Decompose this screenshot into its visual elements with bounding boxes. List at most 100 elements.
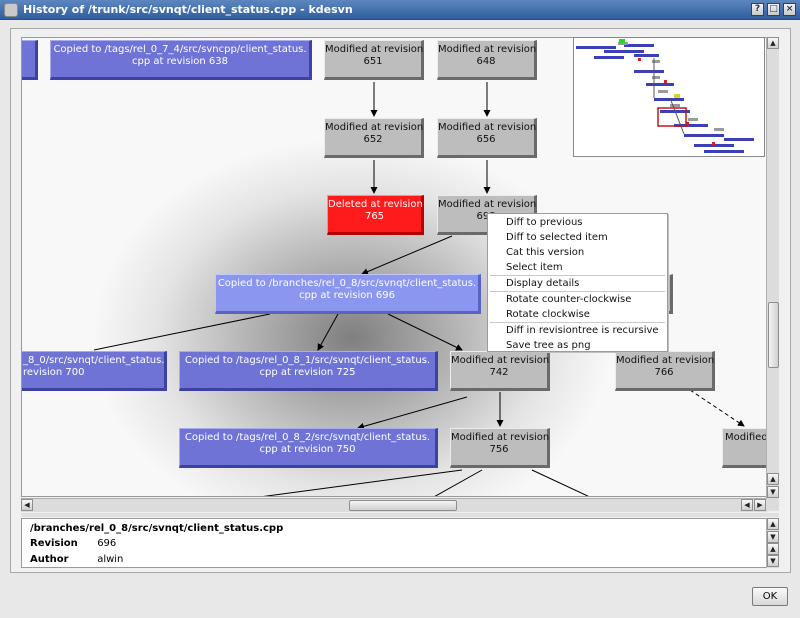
graph-node-rev-651[interactable]: Modified at revision 651 — [324, 40, 424, 80]
node-line-1: _8_0/src/svnqt/client_status. — [23, 355, 165, 366]
node-line-2: 698 — [476, 211, 496, 222]
edge-698-696 — [361, 235, 453, 275]
scroll-up-icon[interactable]: ▲ — [767, 518, 779, 530]
details-revision-value: 696 — [97, 538, 117, 549]
scroll-down-icon[interactable]: ▼ — [767, 486, 779, 498]
details-author-value: alwin — [97, 554, 124, 565]
node-line-2: revision 700 — [23, 367, 85, 378]
graph-vertical-scrollbar[interactable]: ▲ ▲ ▼ — [766, 37, 779, 511]
scroll-up-icon[interactable]: ▲ — [767, 543, 779, 555]
details-revision-row: Revision 696 — [30, 538, 758, 554]
menu-item-save-png[interactable]: Save tree as png — [506, 340, 591, 351]
ok-button[interactable]: OK — [752, 587, 788, 606]
details-path: /branches/rel_0_8/src/svnqt/client_statu… — [30, 523, 284, 534]
menu-separator — [490, 291, 665, 292]
node-line-1: Copied to /branches/rel_0_8/src/svnqt/cl… — [217, 278, 477, 289]
menu-item-diff-to-previous[interactable]: Diff to previous — [506, 217, 583, 228]
scroll-left-icon[interactable]: ◀ — [741, 499, 753, 511]
graph-node-copied-branch-rel-0-8[interactable]: Copied to /branches/rel_0_8/src/svnqt/cl… — [215, 274, 481, 314]
edge-696-700 — [93, 313, 271, 351]
details-scrollbar[interactable]: ▲ ▼ ▲ ▼ — [766, 518, 779, 568]
node-line-2: cpp at revision 750 — [259, 444, 356, 455]
node-line-1: Deleted at revision — [328, 199, 423, 210]
help-icon[interactable]: ? — [751, 3, 764, 16]
graph-node-copied-rel-0-8-0[interactable]: _8_0/src/svnqt/client_status. revision 7… — [22, 351, 167, 391]
menu-item-display-details[interactable]: Display details — [506, 278, 580, 289]
menu-item-select-item[interactable]: Select item — [506, 262, 563, 273]
node-line-1: Modified — [725, 432, 767, 443]
node-line-2: 742 — [489, 367, 509, 378]
details-author-label: Author — [30, 554, 69, 565]
window-title: History of /trunk/src/svnqt/client_statu… — [23, 3, 353, 16]
scroll-down-icon[interactable]: ▼ — [767, 555, 779, 567]
graph-node-rev-756[interactable]: Modified at revision 756 — [450, 428, 550, 468]
menu-item-diff-to-selected[interactable]: Diff to selected item — [506, 232, 608, 243]
graph-node-copied-rel-0-8-1[interactable]: Copied to /tags/rel_0_8_1/src/svnqt/clie… — [179, 351, 438, 391]
node-line-2: cpp at revision 638 — [131, 56, 229, 67]
node-line-1: Modified at revision — [438, 199, 537, 210]
graph-overview-minimap[interactable] — [573, 37, 765, 157]
edge-756-down-3 — [531, 469, 589, 496]
node-line-1: Modified at revision — [325, 44, 424, 55]
app-icon — [4, 3, 18, 17]
node-line-1: Copied to /tags/rel_0_7_4/src/svncpp/cli… — [53, 44, 307, 55]
edge-742-750 — [357, 396, 468, 430]
graph-node-copied-rel-0-7-4[interactable]: Copied to /tags/rel_0_7_4/src/svncpp/cli… — [50, 40, 312, 80]
scroll-left-icon[interactable]: ◀ — [21, 499, 33, 511]
node-line-2: 756 — [489, 444, 509, 455]
node-line-2: 651 — [363, 56, 383, 67]
edge-756-down-1 — [263, 469, 463, 496]
node-line-2: 765 — [364, 211, 385, 222]
node-line-1: Modified at revision — [616, 355, 715, 366]
edge-696-742 — [387, 313, 463, 351]
node-line-1: Copied to /tags/rel_0_8_1/src/svnqt/clie… — [184, 355, 431, 366]
minimap-drawing — [576, 39, 754, 153]
graph-node-rev-766[interactable]: Modified at revision 766 — [615, 351, 715, 391]
node-line-1: Modified at revision — [451, 355, 550, 366]
scroll-down-icon[interactable]: ▼ — [767, 531, 779, 543]
vertical-scroll-thumb[interactable] — [768, 302, 779, 368]
menu-item-rotate-cw[interactable]: Rotate clockwise — [506, 309, 590, 320]
node-line-1: Modified at revision — [325, 122, 424, 133]
context-menu: Diff to previous Diff to selected item C… — [487, 213, 668, 352]
close-icon[interactable]: × — [783, 3, 796, 16]
horizontal-scroll-thumb[interactable] — [349, 500, 457, 511]
edge-766-right — [689, 389, 745, 427]
graph-node-copied-rel-0-8-2[interactable]: Copied to /tags/rel_0_8_2/src/svnqt/clie… — [179, 428, 438, 468]
node-line-2: cpp at revision 725 — [259, 367, 356, 378]
graph-node-partial-right[interactable]: Modified — [722, 428, 767, 468]
graph-node-rev-652[interactable]: Modified at revision 652 — [324, 118, 424, 158]
node-line-2: 648 — [476, 56, 496, 67]
scroll-up-icon[interactable]: ▲ — [767, 37, 779, 49]
graph-node-partial-left[interactable] — [22, 40, 38, 80]
scroll-right-icon[interactable]: ▶ — [754, 499, 766, 511]
graph-node-rev-648[interactable]: Modified at revision 648 — [437, 40, 537, 80]
node-line-1: Modified at revision — [438, 122, 537, 133]
graph-horizontal-scrollbar[interactable]: ◀ ◀ ▶ — [21, 498, 767, 512]
edge-696-725 — [317, 313, 339, 351]
splitter-handle[interactable] — [21, 513, 779, 517]
menu-separator — [490, 322, 665, 323]
minimap-viewport — [657, 107, 687, 127]
scroll-up-icon[interactable]: ▲ — [767, 473, 779, 485]
details-revision-label: Revision — [30, 538, 78, 549]
graph-edges — [93, 82, 745, 496]
maximize-icon[interactable]: □ — [767, 3, 780, 16]
graph-node-deleted-765[interactable]: Deleted at revision 765 — [327, 195, 424, 235]
node-line-2: 652 — [363, 134, 383, 145]
node-line-1: Modified at revision — [451, 432, 550, 443]
menu-separator — [490, 275, 665, 276]
menu-item-cat-version[interactable]: Cat this version — [506, 247, 585, 258]
node-line-1: Copied to /tags/rel_0_8_2/src/svnqt/clie… — [184, 432, 431, 443]
title-bar: History of /trunk/src/svnqt/client_statu… — [0, 0, 800, 20]
revision-details-pane: /branches/rel_0_8/src/svnqt/client_statu… — [21, 518, 767, 568]
graph-node-rev-742[interactable]: Modified at revision 742 — [450, 351, 550, 391]
edge-756-down-2 — [434, 469, 483, 496]
menu-item-rotate-ccw[interactable]: Rotate counter-clockwise — [506, 294, 632, 305]
node-line-2: cpp at revision 696 — [298, 290, 396, 301]
node-line-2: 766 — [654, 367, 674, 378]
graph-node-rev-656[interactable]: Modified at revision 656 — [437, 118, 537, 158]
node-line-1: Modified at revision — [438, 44, 537, 55]
node-line-2: 656 — [476, 134, 496, 145]
menu-item-diff-recursive[interactable]: Diff in revisiontree is recursive — [506, 325, 659, 336]
